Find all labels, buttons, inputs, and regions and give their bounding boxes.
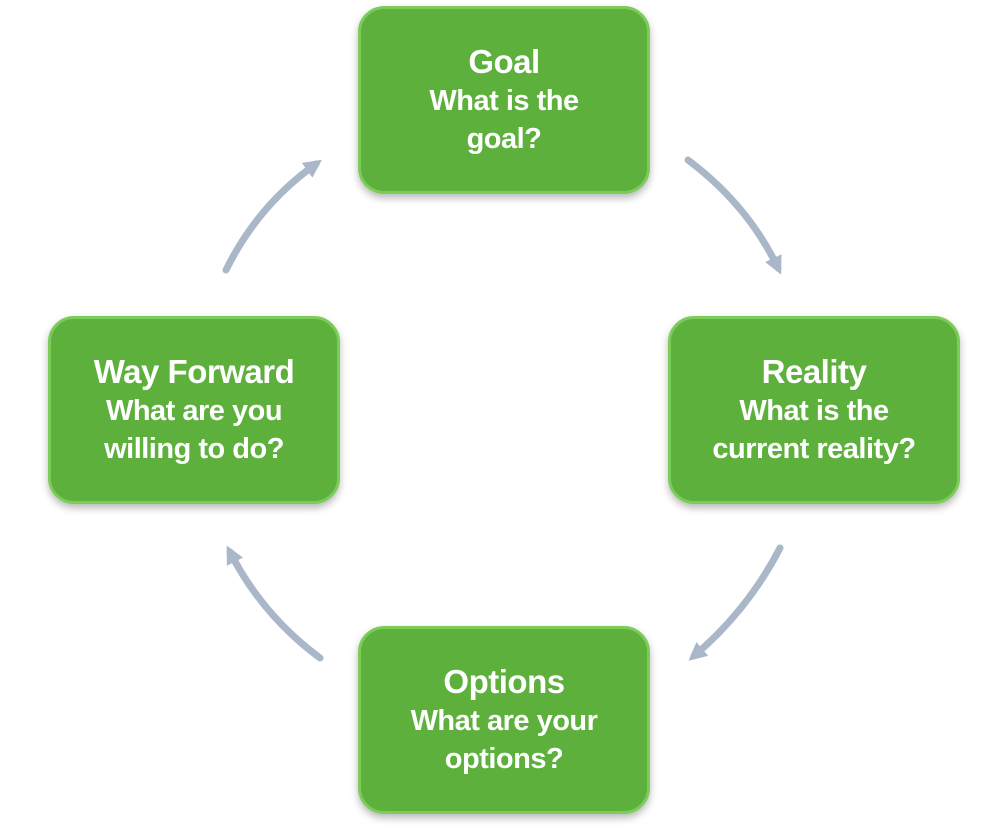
node-way-forward-question: What are you willing to do? (104, 395, 284, 465)
arrow-goal-to-reality (684, 156, 782, 275)
node-way-forward-title: Way Forward (93, 353, 295, 390)
node-way-forward: Way Forward What are you willing to do? (48, 316, 340, 504)
node-reality-title: Reality (761, 353, 867, 390)
node-goal: Goal What is the goal? (358, 6, 650, 194)
node-reality: Reality What is the current reality? (668, 316, 960, 504)
arrow-reality-to-options (688, 544, 784, 661)
arrow-way-forward-to-goal (222, 159, 322, 274)
node-options-question: What are your options? (410, 705, 598, 775)
node-options-title: Options (443, 663, 565, 700)
node-options: Options What are your options? (358, 626, 650, 814)
node-reality-question: What is the current reality? (712, 395, 916, 465)
node-goal-title: Goal (468, 43, 540, 80)
arrow-options-to-way-forward (226, 545, 324, 662)
node-goal-question: What is the goal? (429, 85, 579, 155)
